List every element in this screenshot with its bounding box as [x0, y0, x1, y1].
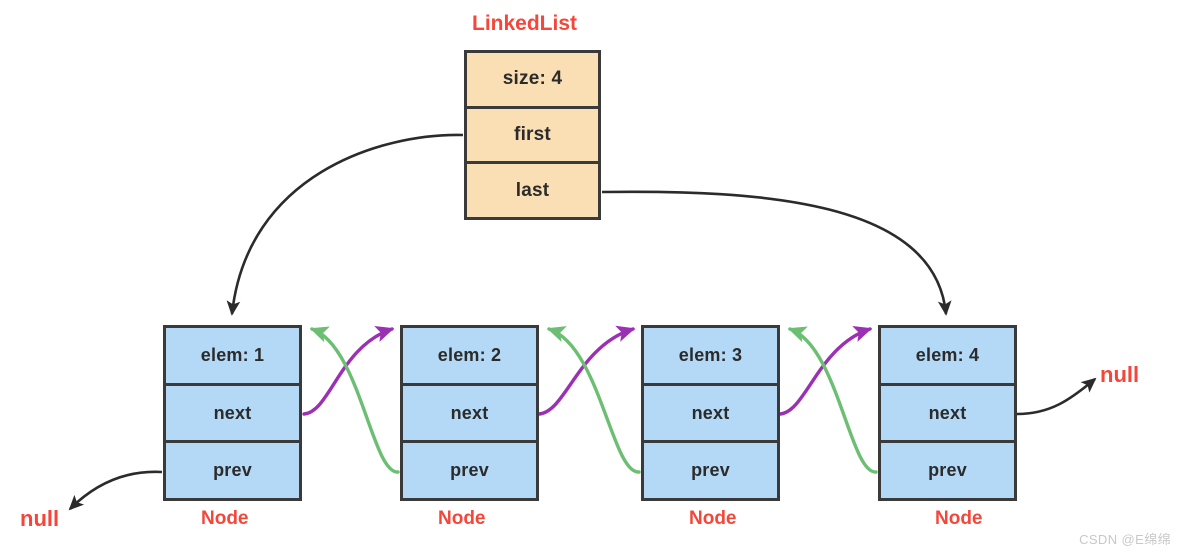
- wire-next-3-to-4: [778, 326, 873, 416]
- node-2-next: next: [403, 382, 536, 441]
- wire-node1-prev-to-null: [68, 470, 163, 511]
- wire-last-to-node4: [601, 190, 952, 316]
- node-4-elem: elem: 4: [915, 344, 980, 365]
- node-box-4: elem: 4 next prev: [878, 325, 1017, 501]
- wire-next-2-to-3: [537, 325, 636, 416]
- node-2-caption: Node: [438, 508, 486, 529]
- node-3-prev: prev: [644, 440, 777, 498]
- wire-prev-2-to-1: [309, 326, 400, 474]
- node-2-prev: prev: [403, 440, 536, 498]
- node-box-3: elem: 3 next prev: [641, 325, 780, 501]
- wire-prev-4-to-3: [787, 326, 878, 474]
- node-3-caption: Node: [689, 508, 737, 529]
- node-box-1: elem: 1 next prev: [163, 325, 302, 501]
- node-2-elem: elem: 2: [437, 344, 502, 365]
- null-label-head-prev: null: [20, 506, 60, 531]
- wire-first-to-node1: [226, 133, 464, 316]
- node-4-caption: Node: [935, 508, 983, 529]
- linkedlist-box: size: 4 first last: [464, 50, 601, 220]
- watermark: CSDN @E绵绵: [1079, 532, 1171, 547]
- node-1-prev: prev: [166, 440, 299, 498]
- node-4-next: next: [881, 382, 1014, 441]
- wire-next-1-to-2: [302, 326, 395, 416]
- node-1-caption: Node: [201, 508, 249, 529]
- node-1-elem: elem: 1: [200, 344, 265, 365]
- node-3-next: next: [644, 382, 777, 441]
- node-1-next: next: [166, 382, 299, 441]
- wire-node4-next-to-null: [1016, 377, 1097, 416]
- wire-prev-3-to-2: [546, 326, 641, 474]
- node-box-2: elem: 2 next prev: [400, 325, 539, 501]
- linkedlist-title: LinkedList: [472, 12, 578, 35]
- null-label-tail-next: null: [1100, 362, 1140, 387]
- linkedlist-field-size: size: 4: [502, 68, 563, 90]
- linkedlist-field-first: first: [467, 105, 598, 162]
- node-4-prev: prev: [881, 440, 1014, 498]
- node-3-elem: elem: 3: [678, 344, 743, 365]
- linkedlist-field-last: last: [467, 161, 598, 217]
